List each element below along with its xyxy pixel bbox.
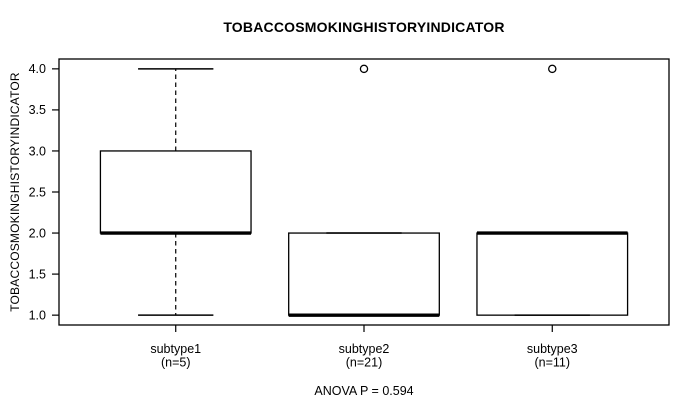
y-axis-tick-label: 3.0 (29, 144, 46, 158)
x-group-label: subtype1 (150, 342, 201, 356)
y-axis-tick-label: 1.0 (29, 308, 46, 322)
x-group-label: subtype3 (527, 342, 578, 356)
y-axis-tick-label: 2.5 (29, 185, 46, 199)
x-group-sublabel: (n=21) (346, 356, 382, 370)
x-group-sublabel: (n=11) (534, 356, 570, 370)
y-axis-tick-label: 1.5 (29, 267, 46, 281)
x-group-sublabel: (n=5) (161, 356, 191, 370)
y-axis-tick-label: 4.0 (29, 62, 46, 76)
iqr-box (288, 232, 440, 316)
outlier-point (548, 64, 557, 74)
outlier-point (359, 64, 369, 74)
iqr-box (99, 150, 252, 234)
iqr-box (476, 232, 629, 316)
x-group-label: subtype2 (339, 342, 390, 356)
chart-title: TOBACCOSMOKINGHISTORYINDICATOR (223, 19, 505, 35)
y-axis-tick-label: 3.5 (29, 103, 46, 117)
y-axis-tick-label: 2.0 (29, 226, 46, 240)
anova-note: ANOVA P = 0.594 (314, 384, 414, 398)
